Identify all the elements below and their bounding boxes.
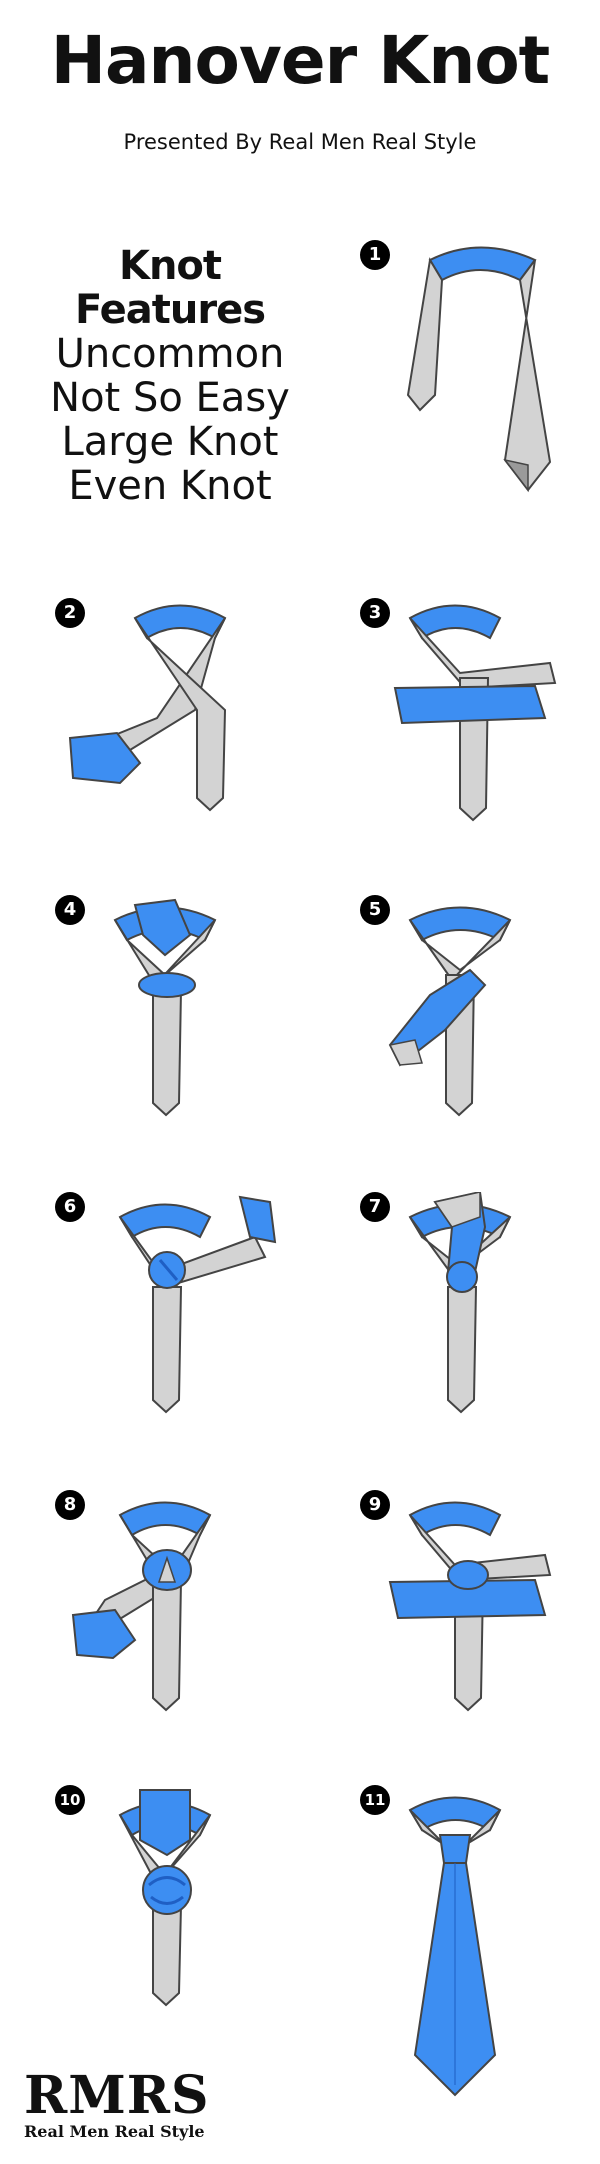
feature-item: Large Knot <box>61 419 279 465</box>
step-3: 3 <box>360 598 600 828</box>
step-number: 7 <box>360 1192 390 1222</box>
tie-illustration <box>406 246 552 493</box>
tie-illustration <box>388 1501 552 1712</box>
step-number: 3 <box>360 598 390 628</box>
rmrs-logo: RMRS Real Men Real Style <box>24 2070 210 2142</box>
step-7: 7 <box>360 1192 600 1422</box>
step-1: 1 <box>360 240 600 493</box>
tie-illustration <box>408 1796 502 2097</box>
step-4: 4 <box>55 895 335 1125</box>
feature-item: Uncommon <box>55 331 285 377</box>
step-6: 6 <box>55 1192 335 1422</box>
tie-illustration <box>393 604 557 822</box>
step-number: 5 <box>360 895 390 925</box>
step-10: 10 <box>55 1785 335 2015</box>
tie-illustration <box>118 1789 212 2007</box>
step-11: 11 <box>360 1785 600 2115</box>
knot-features: Knot Features Uncommon Not So Easy Large… <box>20 244 320 508</box>
tie-illustration <box>71 1501 212 1712</box>
step-8: 8 <box>55 1490 335 1720</box>
page-subtitle: Presented By Real Men Real Style <box>123 130 477 154</box>
step-number: 2 <box>55 598 85 628</box>
step-number: 1 <box>360 240 390 270</box>
step-5: 5 <box>360 895 600 1125</box>
step-number: 4 <box>55 895 85 925</box>
step-number: 9 <box>360 1490 390 1520</box>
tie-illustration <box>68 604 227 812</box>
page-title: Hanover Knot <box>50 22 550 99</box>
step-number: 6 <box>55 1192 85 1222</box>
feature-item: Even Knot <box>68 463 272 509</box>
logo-tagline: Real Men Real Style <box>24 2122 205 2141</box>
step-number: 8 <box>55 1490 85 1520</box>
tie-illustration <box>388 906 512 1117</box>
features-heading: Knot Features <box>74 243 266 333</box>
step-number: 11 <box>360 1785 390 1815</box>
step-2: 2 <box>55 598 335 828</box>
step-number: 10 <box>55 1785 85 1815</box>
step-9: 9 <box>360 1490 600 1720</box>
feature-item: Not So Easy <box>50 375 290 421</box>
tie-illustration <box>113 898 217 1117</box>
logo-mark: RMRS <box>24 2065 210 2126</box>
tie-illustration <box>408 1192 512 1414</box>
tie-illustration <box>118 1195 277 1414</box>
